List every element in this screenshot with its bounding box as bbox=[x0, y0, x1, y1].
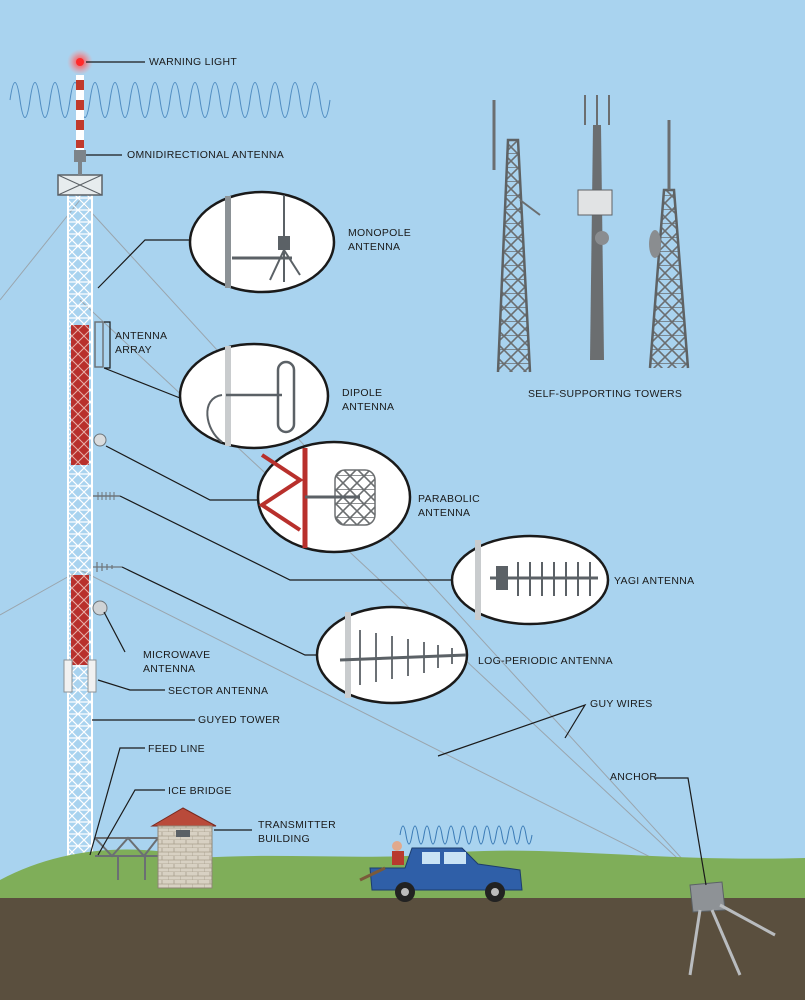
transmitter-building bbox=[150, 807, 217, 889]
monopole-callout bbox=[188, 190, 336, 294]
warning-light-label: WARNING LIGHT bbox=[149, 56, 238, 68]
log-periodic-antenna-label: LOG-PERIODIC ANTENNA bbox=[478, 655, 613, 667]
omnidirectional-antenna-label: OMNIDIRECTIONAL ANTENNA bbox=[127, 149, 285, 161]
self-supporting-tower-tall bbox=[648, 120, 690, 369]
guy-wires-label: GUY WIRES bbox=[590, 698, 653, 710]
self-supporting-tower-monopole bbox=[577, 95, 613, 360]
anchor-label: ANCHOR bbox=[610, 771, 658, 783]
self-supporting-towers-label: SELF-SUPPORTING TOWERS bbox=[528, 388, 683, 400]
dipole-callout bbox=[178, 342, 330, 450]
parabolic-callout bbox=[256, 440, 412, 554]
ice-bridge bbox=[94, 836, 159, 880]
leader-lines bbox=[86, 61, 707, 886]
anchor bbox=[688, 881, 776, 976]
log-periodic-callout bbox=[315, 605, 469, 705]
feed-line-label: FEED LINE bbox=[148, 743, 205, 755]
radio-wave bbox=[9, 82, 331, 118]
pickup-truck bbox=[359, 841, 523, 902]
yagi-callout bbox=[450, 534, 610, 626]
ice-bridge-label: ICE BRIDGE bbox=[168, 785, 232, 797]
guyed-tower-label: GUYED TOWER bbox=[198, 714, 281, 726]
sector-antenna-label: SECTOR ANTENNA bbox=[168, 685, 269, 697]
yagi-antenna-label: YAGI ANTENNA bbox=[614, 575, 695, 587]
radio-wave-small bbox=[399, 825, 533, 845]
ground bbox=[0, 898, 805, 1000]
guyed-tower bbox=[57, 75, 122, 896]
self-supporting-tower-lattice bbox=[492, 100, 541, 373]
